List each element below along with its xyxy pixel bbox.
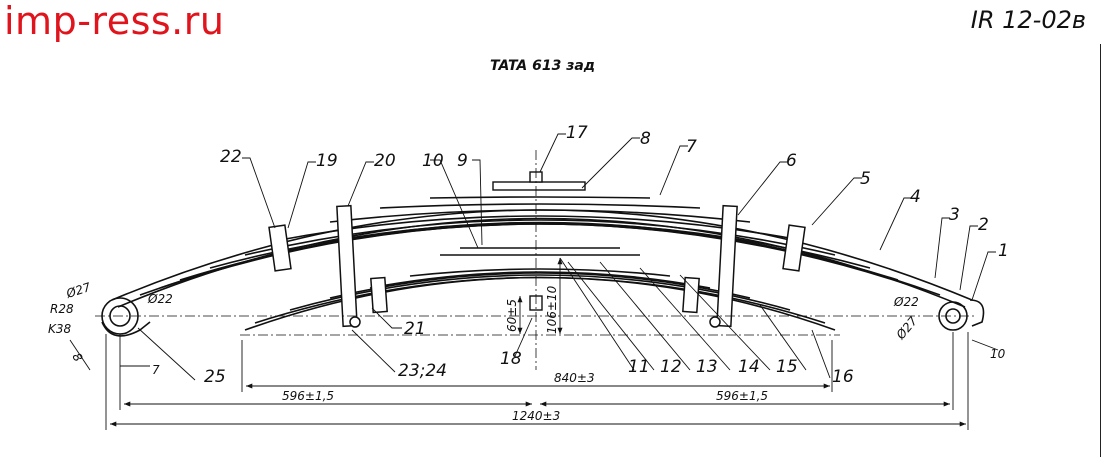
callout-9: 9 xyxy=(457,151,468,171)
callout-18: 18 xyxy=(500,349,522,369)
callout-20: 20 xyxy=(374,151,396,171)
callout-15: 15 xyxy=(776,357,798,377)
callout-2: 2 xyxy=(978,215,989,235)
dim-diameter-27-left: Ø27 xyxy=(64,280,93,301)
callout-8: 8 xyxy=(640,129,651,149)
callout-5: 5 xyxy=(860,169,871,189)
dim-length-596-right: 596±1,5 xyxy=(716,389,768,403)
dim-height-106: 106±10 xyxy=(545,285,559,334)
dim-k38: K38 xyxy=(48,322,72,336)
callout-17: 17 xyxy=(566,123,588,143)
helper-leaves xyxy=(244,268,836,331)
dim-seven: 7 xyxy=(152,363,160,377)
callout-12: 12 xyxy=(660,357,682,377)
callout-4: 4 xyxy=(910,187,921,207)
dim-length-840: 840±3 xyxy=(554,371,595,385)
callout-3: 3 xyxy=(949,205,960,225)
callout-25: 25 xyxy=(204,367,226,387)
dim-height-60: 60±5 xyxy=(505,299,519,332)
callout-19: 19 xyxy=(316,151,338,171)
callout-13: 13 xyxy=(696,357,718,377)
dim-length-1240: 1240±3 xyxy=(512,409,560,423)
frame-border xyxy=(1100,44,1101,457)
dim-ten: 10 xyxy=(990,347,1006,361)
center-pack xyxy=(492,171,586,311)
dimension-lines xyxy=(69,258,999,430)
callout-21: 21 xyxy=(404,319,426,339)
callout-7: 7 xyxy=(686,137,697,157)
spring-eyes xyxy=(101,297,985,337)
clamps xyxy=(268,204,806,328)
callout-14: 14 xyxy=(738,357,760,377)
site-watermark: imp-ress.ru xyxy=(4,0,225,43)
main-leaves xyxy=(111,196,973,308)
dim-diameter-22-right: Ø22 xyxy=(893,295,919,309)
dim-small-left: 8 xyxy=(69,351,85,365)
drawing-title: TATA 613 зад xyxy=(490,58,596,74)
dim-diameter-22-left: Ø22 xyxy=(147,292,173,306)
dim-diameter-27-right: Ø27 xyxy=(893,314,920,343)
callout-22: 22 xyxy=(220,147,242,167)
leader-lines xyxy=(137,133,996,381)
centre-lines xyxy=(95,150,975,370)
callout-1: 1 xyxy=(998,241,1009,261)
callout-16: 16 xyxy=(832,367,854,387)
callout-6: 6 xyxy=(786,151,797,171)
dim-length-596-left: 596±1,5 xyxy=(282,389,334,403)
callout-10: 10 xyxy=(422,151,444,171)
part-code: IR 12-02в xyxy=(970,6,1086,34)
callout-23-24: 23;24 xyxy=(398,361,447,381)
dim-radius-28: R28 xyxy=(50,302,74,316)
callout-11: 11 xyxy=(628,357,650,377)
